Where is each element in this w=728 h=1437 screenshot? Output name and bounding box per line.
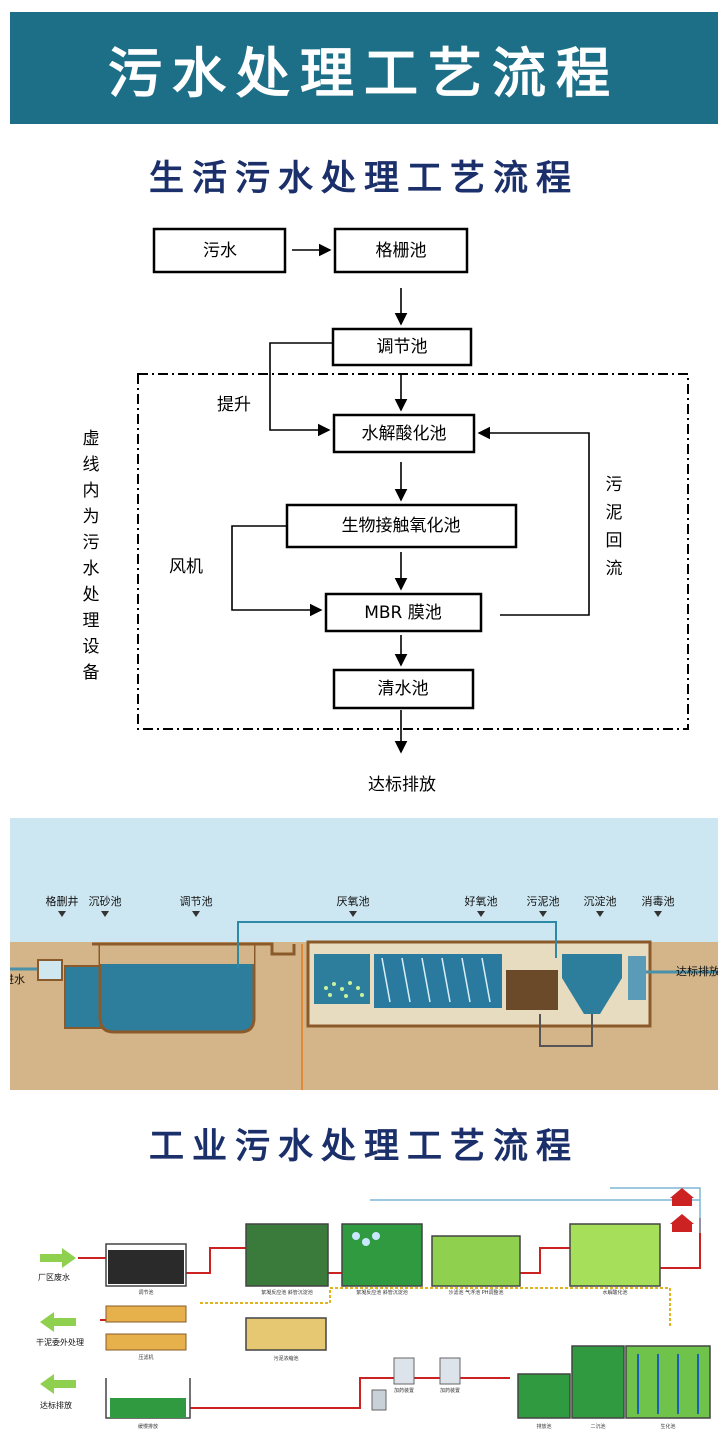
vlabel-note-char: 备 bbox=[83, 663, 100, 683]
plant-stage-marker-icon bbox=[192, 911, 200, 917]
lift-line bbox=[269, 342, 333, 437]
tank-label-6: 压滤机 bbox=[138, 1354, 153, 1361]
industrial-process-diagram: 厂区废水 干泥委外处理 达标排放 调节池 絮凝反应池 斜管沉 bbox=[10, 1178, 718, 1437]
plant-stage-marker-icon bbox=[477, 911, 485, 917]
tank-label-11: 排放池 bbox=[536, 1423, 551, 1430]
node-regulating: 调节池 bbox=[377, 337, 428, 357]
node-grid-box bbox=[333, 227, 469, 274]
header-banner: 污水处理工艺流程 bbox=[10, 12, 718, 124]
vlabel-note-char: 水 bbox=[83, 559, 100, 579]
tank-label-5: 污泥浓缩池 bbox=[273, 1355, 298, 1362]
equipment-boundary bbox=[137, 373, 689, 730]
tank-label-2: 絮凝反应池 斜管沉淀池 bbox=[356, 1289, 408, 1296]
node-regulating-box bbox=[331, 327, 473, 367]
plant-stage-label: 好氧池 bbox=[465, 894, 498, 908]
plant-stage-label: 沉淀池 bbox=[584, 894, 617, 908]
vlabel-note-char: 污 bbox=[83, 533, 100, 553]
left-label-factory: 厂区废水 bbox=[38, 1272, 70, 1282]
node-clear: 清水池 bbox=[378, 679, 429, 699]
tank-label-9: 二沉池 bbox=[590, 1423, 605, 1430]
vlabel-note-char: 理 bbox=[83, 611, 100, 631]
blower-line bbox=[231, 525, 323, 617]
tank-label-10: 生化池 bbox=[660, 1423, 675, 1430]
arrow-factory-waste bbox=[40, 1248, 76, 1268]
tank-label-7: 缓慢排放 bbox=[138, 1423, 158, 1430]
vlabel-note-char: 处 bbox=[83, 585, 100, 605]
node-hydrolysis: 水解酸化池 bbox=[362, 424, 447, 444]
node-sewage: 污水 bbox=[203, 241, 237, 261]
label-discharge: 达标排放 bbox=[368, 775, 436, 795]
vlabel-sludge-char: 流 bbox=[606, 559, 623, 579]
node-hydrolysis-box bbox=[332, 413, 476, 454]
tank-label-4: 水解酸化池 bbox=[602, 1289, 627, 1296]
node-sewage-box bbox=[152, 227, 287, 274]
sludge-return-line bbox=[477, 426, 590, 616]
plant-stage-label: 沉砂池 bbox=[89, 895, 122, 908]
vlabel-note-char: 内 bbox=[83, 481, 100, 501]
industrial-title: 工业污水处理工艺流程 bbox=[148, 1127, 579, 1167]
plant-stage-marker-icon bbox=[654, 911, 662, 917]
node-grid: 格栅池 bbox=[376, 241, 427, 261]
tank-label-12: 加药装置 bbox=[440, 1387, 460, 1394]
node-mbr: MBR 膜池 bbox=[364, 603, 442, 623]
plant-inlet-label: 进水 bbox=[10, 973, 25, 986]
tank-label-3: 沙滤池 气浮池 PH调整池 bbox=[449, 1289, 504, 1296]
vlabel-sludge-char: 污 bbox=[606, 475, 623, 495]
left-label-sludge: 干泥委外处理 bbox=[36, 1337, 84, 1347]
vlabel-note-char: 虚 bbox=[83, 429, 100, 449]
arrow-dry-sludge bbox=[40, 1312, 76, 1332]
tank-label-1: 絮凝反应池 斜管沉淀池 bbox=[261, 1289, 313, 1296]
node-clear-box bbox=[332, 668, 475, 710]
arrow-discharge bbox=[40, 1374, 76, 1394]
plant-stage-label: 调节池 bbox=[180, 895, 213, 908]
plant-stage-marker-icon bbox=[58, 911, 66, 917]
plant-stage-label: 污泥池 bbox=[527, 895, 560, 908]
label-blower: 风机 bbox=[169, 557, 203, 577]
plant-stage-label: 厌氧池 bbox=[337, 894, 370, 908]
plant-outlet-label: 达标排放 bbox=[676, 964, 718, 978]
page-title: 污水处理工艺流程 bbox=[108, 41, 620, 105]
plant-stage-marker-icon bbox=[539, 911, 547, 917]
plant-stage-label: 格删井 bbox=[46, 894, 79, 908]
tank-label-8: 加药装置 bbox=[394, 1387, 414, 1394]
vlabel-note-char: 为 bbox=[83, 507, 100, 527]
vlabel-sludge-char: 泥 bbox=[606, 503, 623, 523]
node-bio-oxidation: 生物接触氧化池 bbox=[342, 516, 461, 536]
domestic-title: 生活污水处理工艺流程 bbox=[148, 159, 579, 199]
node-mbr-box bbox=[324, 592, 483, 633]
plant-stage-marker-icon bbox=[349, 911, 357, 917]
plant-stage-label: 消毒池 bbox=[642, 894, 675, 908]
domestic-flow-diagram: 污水 格栅池 调节池 水解酸化池 生物接触氧化池 MBR 膜池 清水池 提升 风… bbox=[83, 227, 689, 795]
label-lift: 提升 bbox=[217, 395, 251, 415]
vlabel-sludge-char: 回 bbox=[606, 531, 623, 551]
vlabel-note-char: 设 bbox=[83, 637, 100, 657]
plant-stage-marker-icon bbox=[101, 911, 109, 917]
plant-stage-marker-icon bbox=[596, 911, 604, 917]
left-label-discharge: 达标排放 bbox=[40, 1400, 72, 1410]
tank-label-0: 调节池 bbox=[138, 1289, 153, 1296]
vlabel-note-char: 线 bbox=[83, 455, 100, 475]
